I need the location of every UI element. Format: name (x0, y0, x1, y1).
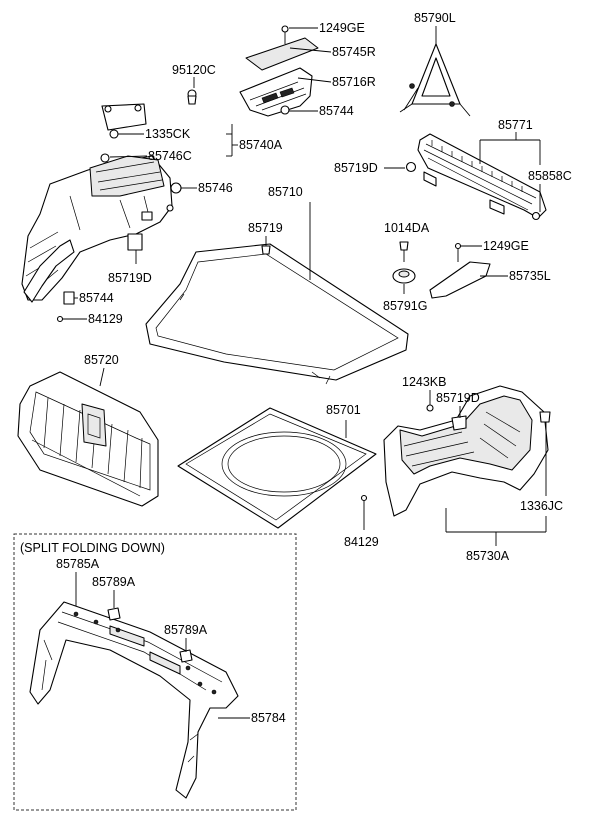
label-85746c: 85746C (148, 149, 192, 163)
split-folding-down-frame (13, 533, 297, 811)
label-85858c: 85858C (528, 169, 572, 183)
part-85701-luggage-board (177, 407, 377, 529)
label-85744-top: 85744 (319, 104, 354, 118)
label-95120c: 95120C (172, 63, 216, 77)
label-1243kb: 1243KB (402, 375, 446, 389)
label-85719d-mid: 85719D (436, 391, 480, 405)
label-1249ge-right: 1249GE (483, 239, 529, 253)
label-84129-mid: 84129 (344, 535, 379, 549)
label-85701: 85701 (326, 403, 361, 417)
part-85730a-right-side-trim (383, 385, 551, 517)
part-85710-luggage-covering (145, 243, 409, 385)
label-85744-left: 85744 (79, 291, 114, 305)
label-85720: 85720 (84, 353, 119, 367)
label-85719d-left: 85719D (108, 271, 152, 285)
label-85785a: 85785A (56, 557, 100, 571)
part-85740a-left-side-trim (21, 89, 197, 305)
label-85746: 85746 (198, 181, 233, 195)
label-85740a: 85740A (239, 138, 283, 152)
part-85720-trunk-partition (17, 371, 159, 507)
label-84129-left: 84129 (88, 312, 123, 326)
label-85791g: 85791G (383, 299, 427, 313)
label-1336jc: 1336JC (520, 499, 563, 513)
part-1014da-85791g-fastener (392, 241, 416, 284)
label-1014da: 1014DA (384, 221, 430, 235)
part-85790l-warning-triangle (399, 26, 471, 117)
label-1249ge-top: 1249GE (319, 21, 365, 35)
label-85745r: 85745R (332, 45, 376, 59)
label-85789a-2: 85789A (164, 623, 208, 637)
label-85719d-right: 85719D (334, 161, 378, 175)
part-85735l-cover (429, 242, 491, 299)
label-85789a-1: 85789A (92, 575, 136, 589)
label-85735l: 85735L (509, 269, 551, 283)
part-85745r-85716r (239, 25, 319, 117)
label-85790l: 85790L (414, 11, 456, 25)
label-85716r: 85716R (332, 75, 376, 89)
split-folding-down-note: (SPLIT FOLDING DOWN) (20, 541, 165, 555)
label-85719: 85719 (248, 221, 283, 235)
label-85784: 85784 (251, 711, 286, 725)
part-85771-package-tray-trim (405, 133, 547, 221)
label-1335ck: 1335CK (145, 127, 191, 141)
label-85710: 85710 (268, 185, 303, 199)
label-85771: 85771 (498, 118, 533, 132)
label-85730a: 85730A (466, 549, 510, 563)
